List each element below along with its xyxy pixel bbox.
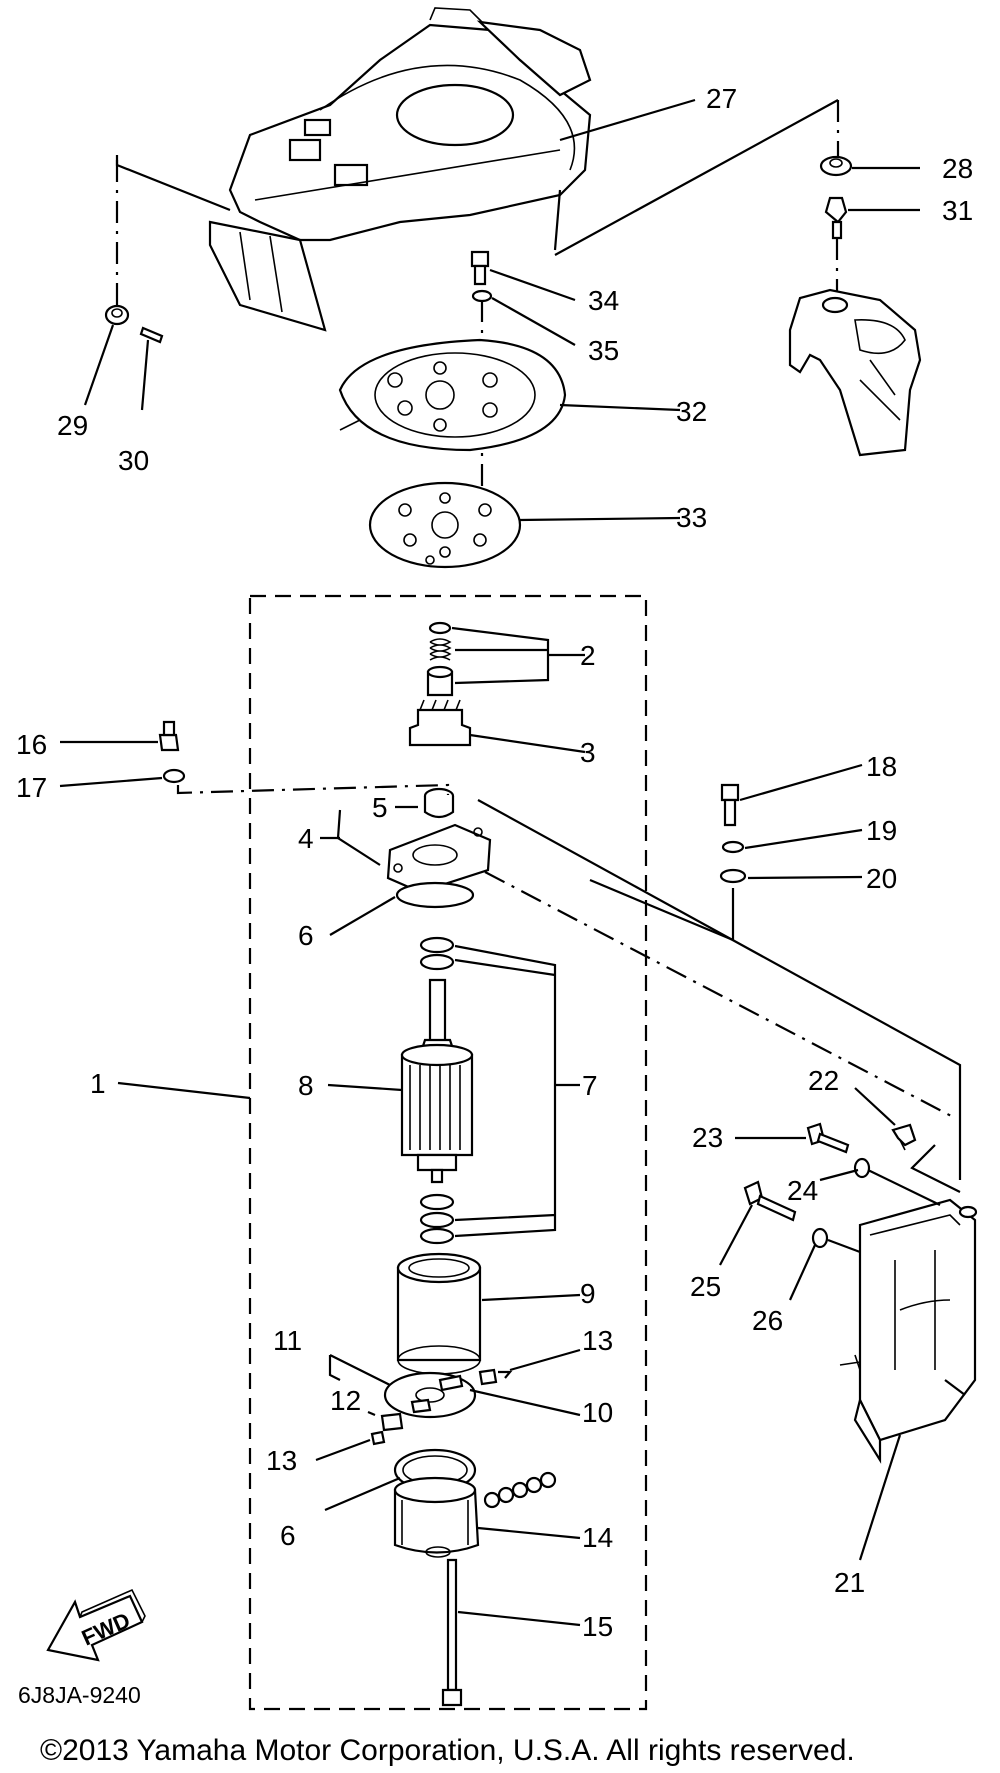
bolt-part-31 (824, 196, 848, 240)
callout-21: 21 (834, 1567, 865, 1598)
pin-part-30 (139, 326, 164, 344)
callout-2: 2 (580, 640, 596, 671)
fwd-arrow-icon: FWD (46, 1588, 146, 1662)
callout-23: 23 (692, 1122, 723, 1153)
callout-17: 17 (16, 772, 47, 803)
callout-16: 16 (16, 729, 47, 760)
grommet-part-28 (819, 155, 853, 177)
through-bolt-part-15 (441, 1558, 463, 1707)
bracket-part-21 (839, 1198, 978, 1464)
callout-28: 28 (942, 153, 973, 184)
bolt-part-23 (806, 1122, 850, 1154)
washer-part-20 (719, 868, 747, 884)
callout-1: 1 (90, 1068, 106, 1099)
callout-24: 24 (787, 1175, 818, 1206)
flywheel-plate-part-32 (338, 338, 567, 452)
callout-33: 33 (676, 502, 707, 533)
callout-8: 8 (298, 1070, 314, 1101)
callout-5: 5 (372, 792, 388, 823)
washer-part-24 (853, 1157, 871, 1179)
callout-3: 3 (580, 737, 596, 768)
pinion-gear-part-3 (408, 699, 472, 747)
washer-part-26 (811, 1227, 829, 1249)
washer-part-17 (162, 768, 186, 784)
callout-4: 4 (298, 823, 314, 854)
bolt-part-25 (743, 1180, 797, 1222)
plate-part-33 (368, 481, 522, 569)
callout-10: 10 (582, 1397, 613, 1428)
yoke-part-9 (396, 1252, 482, 1375)
callout-13-upper: 13 (582, 1325, 613, 1356)
starter-motor-assembly-outline (248, 594, 648, 1711)
drawing-code: 6J8JA-9240 (18, 1682, 141, 1708)
copyright-notice: ©2013 Yamaha Motor Corporation, U.S.A. A… (40, 1734, 855, 1767)
brush-holder-part-10 (383, 1371, 477, 1419)
callout-11: 11 (273, 1325, 302, 1356)
callout-31: 31 (942, 195, 973, 226)
mount-bracket (788, 288, 922, 457)
bolt-part-18 (720, 783, 740, 827)
callout-18: 18 (866, 751, 897, 782)
washer-part-19 (721, 840, 745, 854)
callout-29: 29 (57, 410, 88, 441)
callout-12: 12 (330, 1385, 361, 1416)
brush-part-13-lower (370, 1430, 386, 1446)
brush-part-12 (380, 1412, 404, 1432)
callout-34: 34 (588, 285, 619, 316)
grommet-part-29 (104, 304, 130, 326)
callout-27: 27 (706, 83, 737, 114)
end-cover-part-14 (393, 1471, 557, 1558)
front-bracket-part-4 (386, 823, 492, 894)
callout-26: 26 (752, 1305, 783, 1336)
callout-32: 32 (676, 396, 707, 427)
callout-6-upper: 6 (298, 920, 314, 951)
callout-13-lower: 13 (266, 1445, 297, 1476)
o-ring-part-6-upper (395, 881, 475, 909)
bush-part-5 (423, 787, 455, 819)
clip-spring-collar-part-2 (426, 621, 454, 697)
callout-9: 9 (580, 1278, 596, 1309)
callout-22: 22 (808, 1065, 839, 1096)
callout-6-lower: 6 (280, 1520, 296, 1551)
callout-19: 19 (866, 815, 897, 846)
callout-35: 35 (588, 335, 619, 366)
clamp-part-22 (891, 1123, 917, 1151)
brush-part-13-upper (478, 1368, 498, 1386)
armature-part-8 (400, 978, 474, 1184)
washer-set-part-7 (419, 936, 455, 1245)
callout-15: 15 (582, 1611, 613, 1642)
bolt-part-16 (158, 720, 180, 752)
flywheel-cover-part-27 (208, 7, 592, 332)
bolt-part-34 (470, 250, 490, 286)
callout-7: 7 (582, 1070, 598, 1101)
washer-part-35 (471, 289, 493, 303)
callout-30: 30 (118, 445, 149, 476)
callout-14: 14 (582, 1522, 613, 1553)
callout-25: 25 (690, 1271, 721, 1302)
callout-20: 20 (866, 863, 897, 894)
